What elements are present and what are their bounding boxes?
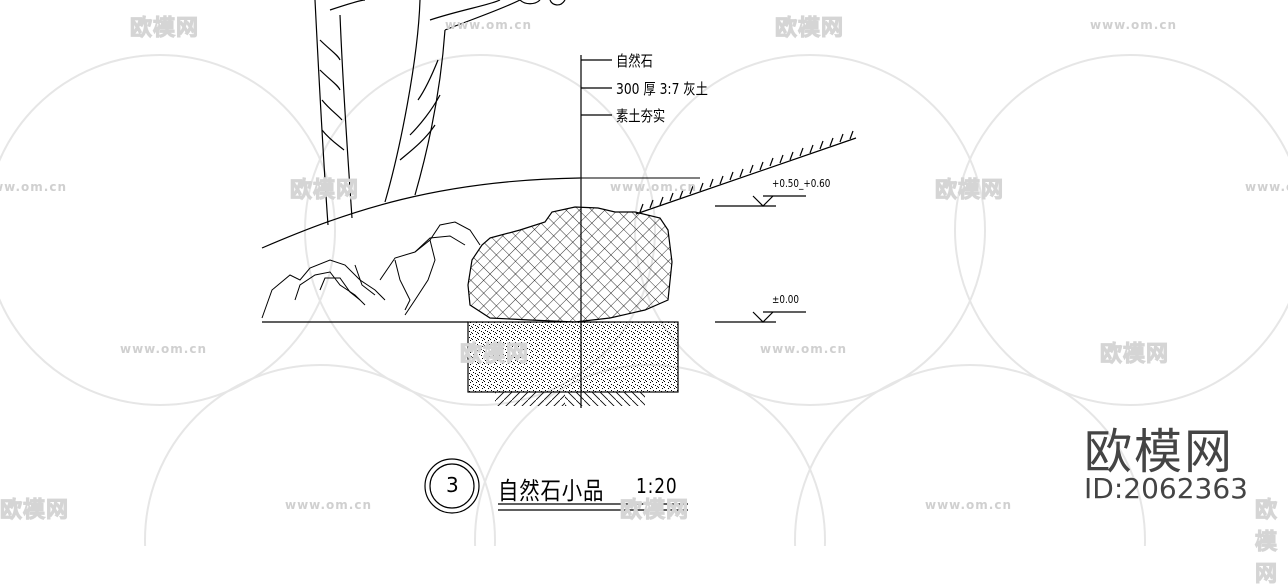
watermark-url: www.om.cn	[1245, 180, 1288, 194]
watermark-logo: 欧模网	[934, 178, 1005, 204]
title-block-graphics	[424, 458, 688, 514]
callout-leader	[580, 55, 612, 408]
detail-number: 3	[446, 473, 459, 497]
watermark-logo: 欧模网	[774, 16, 845, 42]
watermark-url: www.om.cn	[445, 18, 533, 32]
watermark-logo: 欧模网	[1255, 498, 1279, 588]
elevation-markers	[715, 195, 806, 323]
callout-compacted-soil: 素土夯实	[616, 107, 666, 125]
watermark-logo: 欧模网	[289, 178, 360, 204]
callout-lime-soil: 300 厚 3:7 灰土	[616, 80, 708, 98]
elevation-label-zero: ±0.00	[772, 293, 799, 306]
lime-soil-base	[467, 321, 679, 393]
watermark-logo: 欧模网	[129, 16, 200, 42]
watermark-logo: 欧模网	[1099, 342, 1170, 368]
callout-natural-stone: 自然石	[616, 52, 653, 70]
brand-name: 欧模网	[1084, 424, 1235, 480]
watermark-url: www.om.cn	[285, 498, 373, 512]
watermark-url: www.om.cn	[0, 180, 68, 194]
drawing-title: 自然石小品	[498, 477, 605, 505]
natural-stone	[467, 206, 673, 323]
elevation-label-top: +0.50_+0.60	[772, 177, 831, 190]
drawing-scale: 1:20	[636, 474, 678, 498]
watermark-url: www.om.cn	[610, 180, 698, 194]
watermark-url: www.om.cn	[1090, 18, 1178, 32]
ground-mound-line	[261, 177, 581, 249]
watermark-url: www.om.cn	[925, 498, 1013, 512]
tree-trunks	[314, 0, 566, 226]
watermark-logo: 欧模网	[459, 342, 530, 368]
watermark-logo: 欧模网	[0, 498, 70, 524]
compacted-soil	[495, 392, 645, 406]
brand-id: ID:2062363	[1084, 472, 1248, 505]
small-rocks	[261, 221, 481, 319]
slope-hatch	[635, 130, 857, 215]
cad-drawing	[0, 0, 1288, 546]
watermark-logo: 欧模网	[619, 498, 690, 524]
watermark-url: www.om.cn	[120, 342, 208, 356]
watermark-url: www.om.cn	[760, 342, 848, 356]
